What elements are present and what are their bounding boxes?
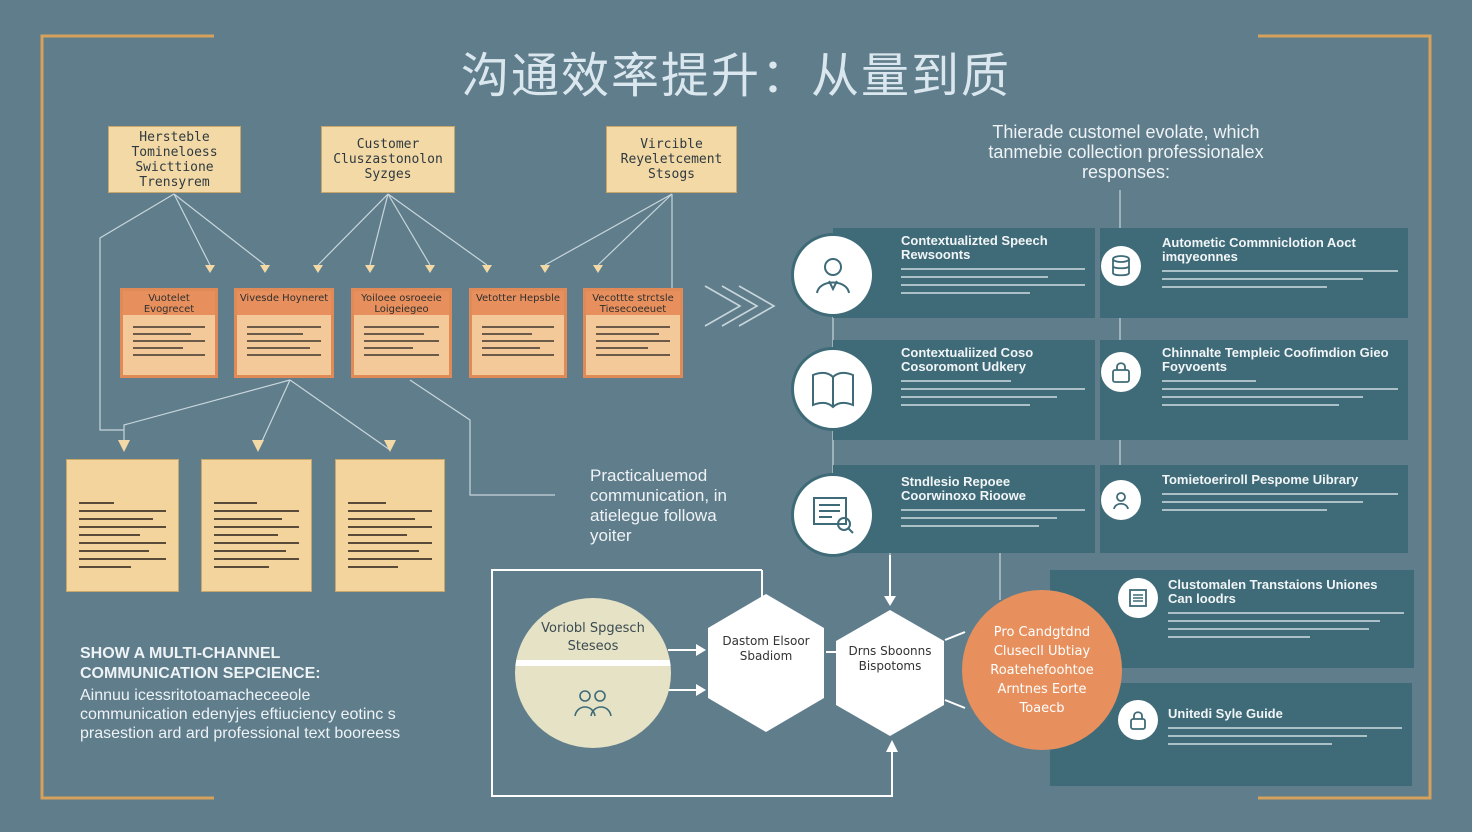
right-intro-note: Thierade customel evolate, which tanmebi… [988, 122, 1264, 182]
panel-standard-response: Stndlesio Repoee Coorwinoxo Rioowe [833, 465, 1095, 553]
page-title: 沟通效率提升：从量到质 [460, 48, 1011, 104]
top-box-1: Hersteble Tomineloess Swicttione Trensyr… [108, 126, 241, 193]
shield-lock-icon [1118, 700, 1158, 740]
orange-box-4: Vetotter Hepsble [469, 288, 567, 378]
practical-note: Practicaluemod communication, in atieleg… [590, 466, 728, 545]
top-box-3: Vircible Reyeletcement Stsogs [606, 126, 737, 193]
document-search-icon [791, 473, 875, 557]
orange-box-label: Vivesde Hoyneret [237, 291, 331, 315]
document-card-2 [201, 459, 312, 592]
panel-speech-responses: Contextualizted Speech Rewsoonts [833, 228, 1095, 318]
orange-box-label: Vecottte strctsle Tiesecoeeuet [586, 291, 680, 315]
user-circle-icon [1101, 480, 1141, 520]
orange-box-label: Yoiloee osroeeie Loigeiegeo [354, 291, 449, 315]
panel-response-library: Tomietoeriroll Pespome Uibrary [1100, 465, 1408, 553]
hex-step-2: Drns Sboonns Bispotoms [834, 608, 946, 738]
orange-box-2: Vivesde Hoyneret [234, 288, 334, 378]
orange-box-label: Vuotelet Evogrecet [123, 291, 215, 315]
speech-steps-circle: Voriobl Spgesch Steseos [515, 598, 671, 748]
orange-box-1: Vuotelet Evogrecet [120, 288, 218, 378]
orange-box-label: Vetotter Hepsble [472, 291, 564, 315]
document-card-3 [335, 459, 445, 592]
orange-box-3: Yoiloee osroeeie Loigeiegeo [351, 288, 452, 378]
panel-template-coordination: Chinnalte Templeic Coofimdion Gieo Foyvo… [1100, 340, 1408, 440]
panel-content-library: Contextualiized Coso Cosoromont Udkery [833, 340, 1095, 440]
content-library-circle: Pro Candgtdnd Clusecll Ubtiay Roatehefoo… [962, 590, 1122, 750]
people-icon [574, 690, 612, 717]
person-icon [791, 233, 875, 317]
summary-heading: SHOW A MULTI-CHANNEL COMMUNICATION SEPCI… [80, 645, 321, 682]
list-icon [1118, 578, 1158, 618]
speech-steps-label: Voriobl Spgesch Steseos [541, 621, 645, 654]
top-box-2: Customer Cluszastonolon Syzges [321, 126, 455, 193]
database-icon [1101, 246, 1141, 286]
panel-automatic-communication: Autometic Commniclotion Aoct imqyeonnes [1100, 228, 1408, 318]
summary-body: Ainnuu icessritotoamacheceeole communica… [80, 687, 401, 742]
book-icon [791, 347, 875, 431]
document-card-1 [66, 459, 179, 592]
hex-step-1: Dastom Elsoor Sbadiom [706, 592, 826, 734]
multichannel-summary: SHOW A MULTI-CHANNEL COMMUNICATION SEPCI… [80, 644, 420, 743]
lock-icon [1101, 352, 1141, 392]
orange-box-5: Vecottte strctsle Tiesecoeeuet [583, 288, 683, 378]
